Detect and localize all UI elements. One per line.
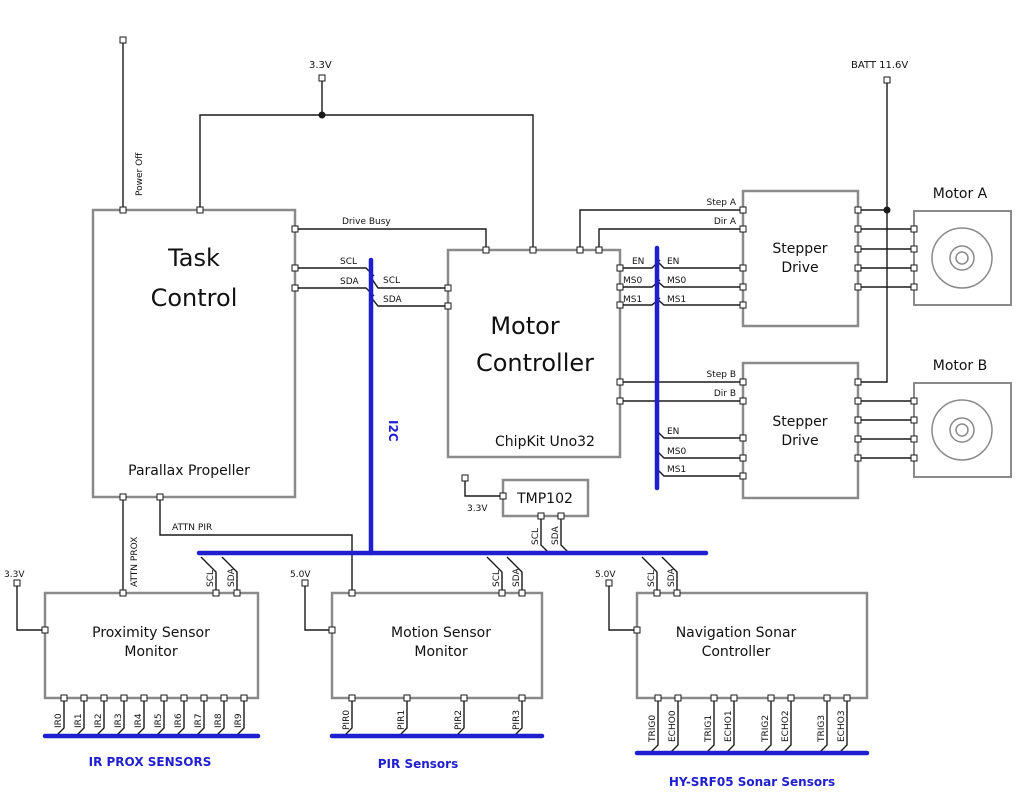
attn-prox-label: ATTN PROX xyxy=(130,537,140,587)
sa-en-label: EN xyxy=(667,257,679,267)
pir-pin-label: PIR2 xyxy=(454,710,464,730)
ir-pin-label: IR5 xyxy=(154,713,164,728)
ir-pin-wires xyxy=(55,698,848,754)
tc-sda-label: SDA xyxy=(340,277,359,287)
ir-bus-label: IR PROX SENSORS xyxy=(89,755,212,769)
stepper-b-title-2: Drive xyxy=(781,433,818,449)
sonar-pin-label: TRIG0 xyxy=(648,715,658,743)
sonar-controller-block xyxy=(635,591,869,700)
sonar-title-2: Controller xyxy=(702,644,771,660)
connection-pins xyxy=(13,36,918,702)
ir-pin-label: IR3 xyxy=(114,713,124,728)
stepper-drive-b-block xyxy=(741,361,860,500)
attn-pir-label: ATTN PIR xyxy=(172,523,212,533)
ir-pin-label: IR6 xyxy=(174,713,184,728)
task-control-subtitle: Parallax Propeller xyxy=(128,463,250,479)
junction-dot xyxy=(883,206,891,214)
proximity-title-1: Proximity Sensor xyxy=(92,625,210,641)
i2c-bus-label: I2C xyxy=(386,420,400,442)
ir-pin-label: IR9 xyxy=(234,713,244,728)
pir-pin-label: PIR3 xyxy=(512,710,522,730)
proximity-scl-label: SCL xyxy=(206,570,216,587)
mc-ms0-label: MS0 xyxy=(623,276,642,286)
tmp102-label: TMP102 xyxy=(516,491,573,507)
motor-b xyxy=(913,382,1012,478)
motion-monitor-block xyxy=(330,591,544,700)
pir-pin-label: PIR0 xyxy=(342,710,352,730)
drive-busy-label: Drive Busy xyxy=(342,217,391,227)
motion-title-1: Motion Sensor xyxy=(391,625,491,641)
dir-a-label: Dir A xyxy=(714,217,737,227)
motor-controller-subtitle: ChipKit Uno32 xyxy=(495,434,595,450)
sonar-pin-label: TRIG1 xyxy=(704,715,714,743)
sonar-pin-label: ECHO3 xyxy=(837,710,847,742)
proximity-title-2: Monitor xyxy=(124,644,177,660)
sonar-sda-label: SDA xyxy=(667,568,677,587)
proximity-monitor-block xyxy=(43,591,260,700)
stepper-a-title-1: Stepper xyxy=(772,241,827,257)
task-control-title-1: Task xyxy=(167,244,220,272)
tmp102-v-label: 3.3V xyxy=(467,504,488,514)
sonar-scl-label: SCL xyxy=(647,570,657,587)
tmp102-scl-label: SCL xyxy=(531,528,541,545)
pir-pin-label: PIR1 xyxy=(397,710,407,730)
task-control-title-2: Control xyxy=(151,284,238,312)
motion-sda-label: SDA xyxy=(512,568,522,587)
ir-pin-label: IR8 xyxy=(214,713,224,728)
pir-bus-label: PIR Sensors xyxy=(378,757,458,771)
mc-sda-label: SDA xyxy=(383,295,402,305)
task-control-block xyxy=(91,208,297,499)
stepper-drive-a-block xyxy=(741,189,860,328)
step-b-label: Step B xyxy=(706,370,736,380)
stepper-a-title-2: Drive xyxy=(781,260,818,276)
motor-a-label: Motor A xyxy=(933,186,988,202)
motor-b-label: Motor B xyxy=(933,358,988,374)
motion-scl-label: SCL xyxy=(492,570,502,587)
sonar-pin-label: ECHO0 xyxy=(668,710,678,742)
ir-pin-label: IR0 xyxy=(54,713,64,728)
tmp102-block xyxy=(501,478,590,518)
motor-a xyxy=(913,210,1012,306)
sonar-pin-label: ECHO1 xyxy=(724,710,734,742)
sonar-title-1: Navigation Sonar xyxy=(676,625,797,641)
wires xyxy=(16,40,914,631)
motor-controller-title-1: Motor xyxy=(490,312,559,340)
ir-pin-label: IR7 xyxy=(194,713,204,728)
sb-ms1-label: MS1 xyxy=(667,465,686,475)
power-off-label: Power Off xyxy=(135,152,145,196)
sonar-pin-label: ECHO2 xyxy=(781,710,791,742)
sonar-v-label: 5.0V xyxy=(595,570,616,580)
ir-pin-label: IR4 xyxy=(134,713,144,728)
mc-ms1-label: MS1 xyxy=(623,295,642,305)
ir-pin-label: IR2 xyxy=(94,713,104,728)
proximity-sda-label: SDA xyxy=(227,568,237,587)
mc-en-label: EN xyxy=(632,257,644,267)
step-a-label: Step A xyxy=(706,198,736,208)
proximity-v-label: 3.3V xyxy=(4,570,25,580)
rail-label-3v3: 3.3V xyxy=(309,60,332,71)
rail-label-batt: BATT 11.6V xyxy=(851,60,908,71)
sonar-pin-label: TRIG2 xyxy=(761,715,771,743)
ir-pin-label: IR1 xyxy=(74,713,84,728)
stepper-b-title-1: Stepper xyxy=(772,414,827,430)
sonar-bus-label: HY-SRF05 Sonar Sensors xyxy=(669,775,835,789)
motion-title-2: Monitor xyxy=(414,644,467,660)
dir-b-label: Dir B xyxy=(714,389,736,399)
motor-controller-block xyxy=(446,248,622,459)
tc-scl-label: SCL xyxy=(340,257,357,267)
motion-v-label: 5.0V xyxy=(290,570,311,580)
sb-en-label: EN xyxy=(667,427,679,437)
sa-ms1-label: MS1 xyxy=(667,295,686,305)
sa-ms0-label: MS0 xyxy=(667,276,686,286)
sonar-pin-label: TRIG3 xyxy=(817,715,827,743)
tmp102-sda-label: SDA xyxy=(551,526,561,545)
mc-scl-label: SCL xyxy=(383,276,400,286)
motor-controller-title-2: Controller xyxy=(476,349,594,377)
junction-dot xyxy=(318,111,326,119)
sb-ms0-label: MS0 xyxy=(667,447,686,457)
buses xyxy=(42,245,870,756)
